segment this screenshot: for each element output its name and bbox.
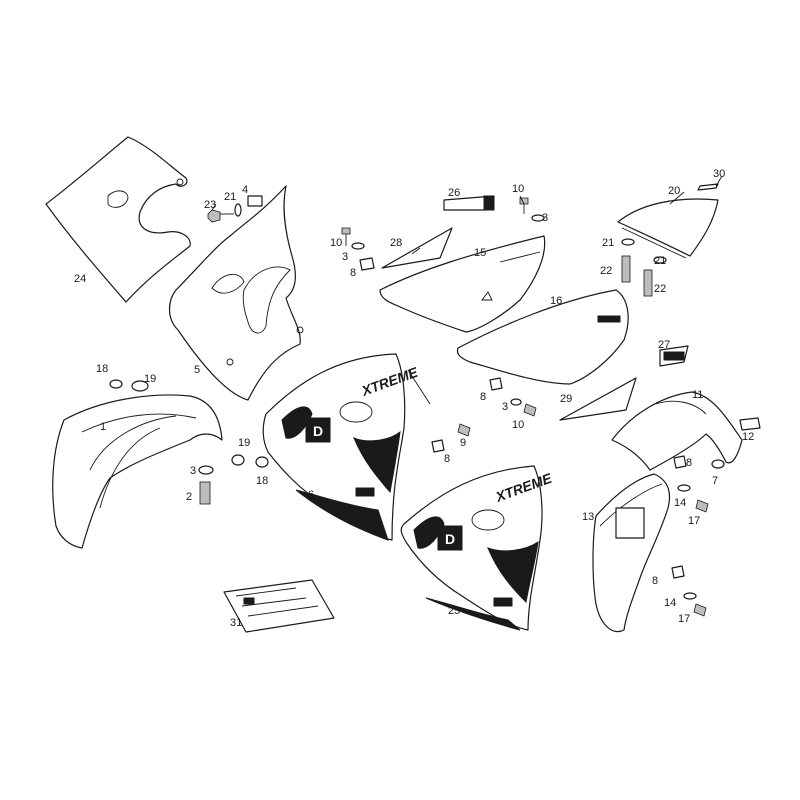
callout-8: 8 xyxy=(652,575,658,587)
callout-17: 17 xyxy=(688,515,700,527)
callout-16: 16 xyxy=(550,295,562,307)
part-25-tank-shroud: D XTREME xyxy=(400,465,554,631)
callout-labels: 30 26 10 20 23 21 4 3 10 28 3 8 15 21 22… xyxy=(74,168,754,629)
callout-7: 7 xyxy=(712,475,718,487)
callout-8: 8 xyxy=(686,457,692,469)
callout-19: 19 xyxy=(238,437,250,449)
callout-10: 10 xyxy=(330,237,342,249)
callout-18: 18 xyxy=(256,475,268,487)
callout-30: 30 xyxy=(713,168,725,180)
fastener-group-2-3 xyxy=(198,465,214,505)
callout-27: 27 xyxy=(658,339,670,351)
callout-20: 20 xyxy=(668,185,680,197)
callout-5: 5 xyxy=(194,364,200,376)
callout-10: 10 xyxy=(512,419,524,431)
part-1-front-fender xyxy=(52,394,223,549)
callout-22: 22 xyxy=(654,283,666,295)
callout-10: 10 xyxy=(512,183,524,195)
callout-2: 2 xyxy=(186,491,192,503)
part-15-side-cover xyxy=(379,235,546,333)
d-badge-shroud-6: D xyxy=(313,423,323,439)
callout-1: 1 xyxy=(100,421,106,433)
part-6-tank-shroud: D XTREME xyxy=(262,353,420,541)
fastener-group-8-3-10-mid xyxy=(489,377,537,417)
part-20-tail-cowl xyxy=(617,198,719,259)
callout-24: 24 xyxy=(74,273,86,285)
fastener-group-23-21-4 xyxy=(207,195,263,223)
callout-31: 31 xyxy=(230,617,242,629)
fastener-group-21-22 xyxy=(621,238,667,297)
d-badge-shroud-25: D xyxy=(445,531,455,547)
part-31-decal-sheet xyxy=(223,579,335,633)
callout-21: 21 xyxy=(602,237,614,249)
callout-25: 25 xyxy=(448,605,460,617)
fastener-group-9-8 xyxy=(431,423,471,453)
fastener-group-18-19-top xyxy=(109,379,149,392)
part-12-clip xyxy=(739,417,761,431)
callout-26: 26 xyxy=(448,187,460,199)
callout-29: 29 xyxy=(560,393,572,405)
callout-8: 8 xyxy=(350,267,356,279)
callout-22: 22 xyxy=(600,265,612,277)
callout-3: 3 xyxy=(190,465,196,477)
part-28-decal xyxy=(381,227,453,269)
callout-8: 8 xyxy=(480,391,486,403)
part-5-side-panel xyxy=(168,185,304,401)
callout-3: 3 xyxy=(542,212,548,224)
callout-18: 18 xyxy=(96,363,108,375)
part-30-emblem xyxy=(697,183,719,191)
callout-8: 8 xyxy=(444,453,450,465)
callout-12: 12 xyxy=(742,431,754,443)
part-11-rear-fender xyxy=(611,391,743,471)
fastener-group-8-14-17-low xyxy=(671,565,707,617)
part-24-inner-panel xyxy=(45,136,191,303)
callout-21: 21 xyxy=(654,255,666,267)
callout-4: 4 xyxy=(242,184,248,196)
callout-13: 13 xyxy=(582,511,594,523)
part-29-decal xyxy=(559,377,637,421)
callout-14: 14 xyxy=(664,597,676,609)
callout-21: 21 xyxy=(224,191,236,203)
callout-3: 3 xyxy=(502,401,508,413)
callout-14: 14 xyxy=(674,497,686,509)
callout-19: 19 xyxy=(144,373,156,385)
part-13-rear-mudguard xyxy=(592,473,671,633)
callout-15: 15 xyxy=(474,247,486,259)
part-26-decal xyxy=(443,195,495,211)
callout-3: 3 xyxy=(342,251,348,263)
callout-11: 11 xyxy=(692,389,703,401)
callout-23: 23 xyxy=(204,199,216,211)
callout-17: 17 xyxy=(678,613,690,625)
leader-lines xyxy=(211,175,723,405)
part-27-decal xyxy=(659,345,689,367)
callout-9: 9 xyxy=(460,437,466,449)
part-16-side-cover xyxy=(456,289,629,385)
callout-6: 6 xyxy=(308,489,314,501)
callout-28: 28 xyxy=(390,237,402,249)
fastener-group-19-18-mid xyxy=(231,454,269,468)
fastener-group-8-7-14-17 xyxy=(673,455,725,513)
